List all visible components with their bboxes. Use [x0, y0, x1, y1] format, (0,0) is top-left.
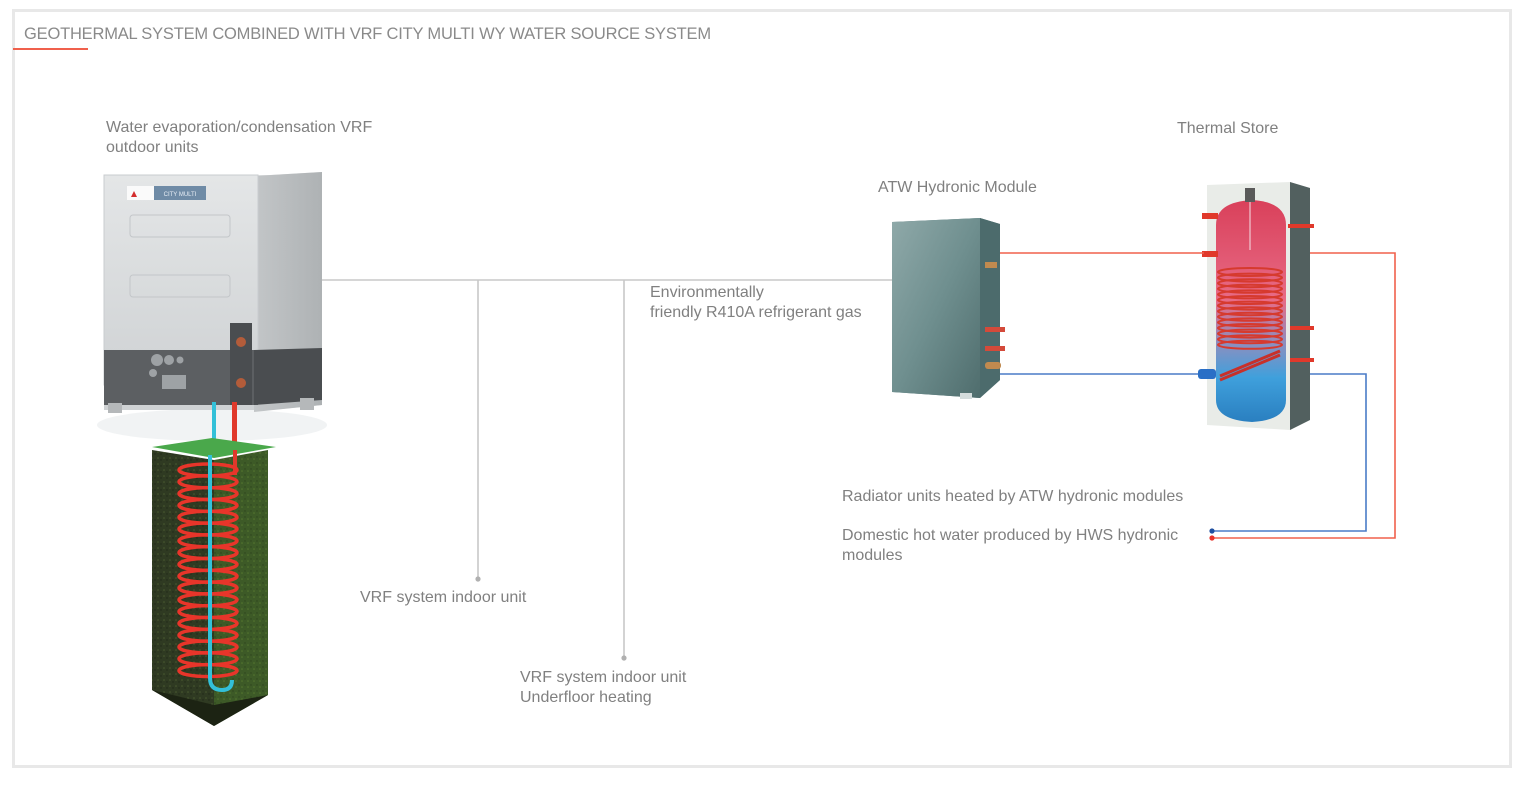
indoor-unit-1-node	[475, 576, 481, 582]
refrigerant-label: Environmentally friendly R410A refrigera…	[650, 283, 862, 323]
refrigerant-line	[322, 279, 893, 661]
tank-coil-ring	[1217, 339, 1283, 350]
dhw-label-line2: modules	[842, 547, 903, 564]
tank-coil-ring	[1217, 295, 1283, 305]
outdoor-unit-label-line2: outdoor units	[106, 139, 199, 156]
geothermal-borehole-icon	[152, 402, 276, 726]
dhw-cold-pipe	[1213, 373, 1367, 532]
tank-coil-ring	[1217, 311, 1283, 322]
brand-badge: CITY MULTI	[164, 192, 197, 198]
indoor-unit-2-label-line2: Underfloor heating	[520, 689, 652, 706]
hydronic-pipes	[1000, 252, 1396, 541]
dhw-hot-node	[1209, 535, 1215, 541]
tank-coil-ring	[1217, 272, 1283, 283]
thermal-store-coil	[1217, 267, 1283, 350]
indoor-unit-2-label-line1: VRF system indoor unit	[520, 669, 687, 686]
dhw-hot-pipe	[1213, 252, 1396, 539]
dhw-label: Domestic hot water produced by HWS hydro…	[842, 526, 1178, 566]
diagram-title: GEOTHERMAL SYSTEM COMBINED WITH VRF CITY…	[24, 25, 711, 43]
tank-coil-ring	[1217, 283, 1283, 294]
tank-coil-ring	[1217, 306, 1283, 317]
thermal-store-icon	[1198, 182, 1314, 430]
tank-coil-ring	[1217, 334, 1283, 345]
tank-coil-ring	[1217, 278, 1283, 289]
indoor-unit-2-label: VRF system indoor unit Underfloor heatin…	[520, 668, 686, 708]
tank-coil-ring	[1217, 300, 1283, 311]
atw-module-label: ATW Hydronic Module	[878, 179, 1037, 196]
outdoor-unit-label: Water evaporation/condensation VRF outdo…	[106, 118, 372, 158]
refrigerant-label-line1: Environmentally	[650, 284, 764, 301]
tank-coil-ring	[1217, 267, 1283, 277]
dhw-label-line1: Domestic hot water produced by HWS hydro…	[842, 527, 1179, 544]
tank-coil-ring	[1217, 328, 1283, 339]
indoor-unit-1-label: VRF system indoor unit	[360, 589, 527, 606]
thermal-store-label: Thermal Store	[1177, 120, 1279, 137]
atw-hydronic-module-icon	[892, 218, 1005, 399]
title-accent-underline	[13, 48, 88, 50]
radiator-label: Radiator units heated by ATW hydronic mo…	[842, 488, 1184, 505]
ground-loop-return-pipe	[208, 455, 234, 693]
outdoor-unit-label-line1: Water evaporation/condensation VRF	[106, 119, 373, 136]
tank-coil-ring	[1217, 323, 1283, 333]
indoor-unit-2-node	[621, 655, 627, 661]
tank-coil-ring	[1217, 317, 1283, 328]
refrigerant-label-line2: friendly R410A refrigerant gas	[650, 304, 862, 321]
tank-coil-ring	[1217, 289, 1283, 300]
vrf-outdoor-unit-icon: CITY MULTI	[97, 172, 327, 441]
dhw-cold-node	[1209, 528, 1215, 534]
